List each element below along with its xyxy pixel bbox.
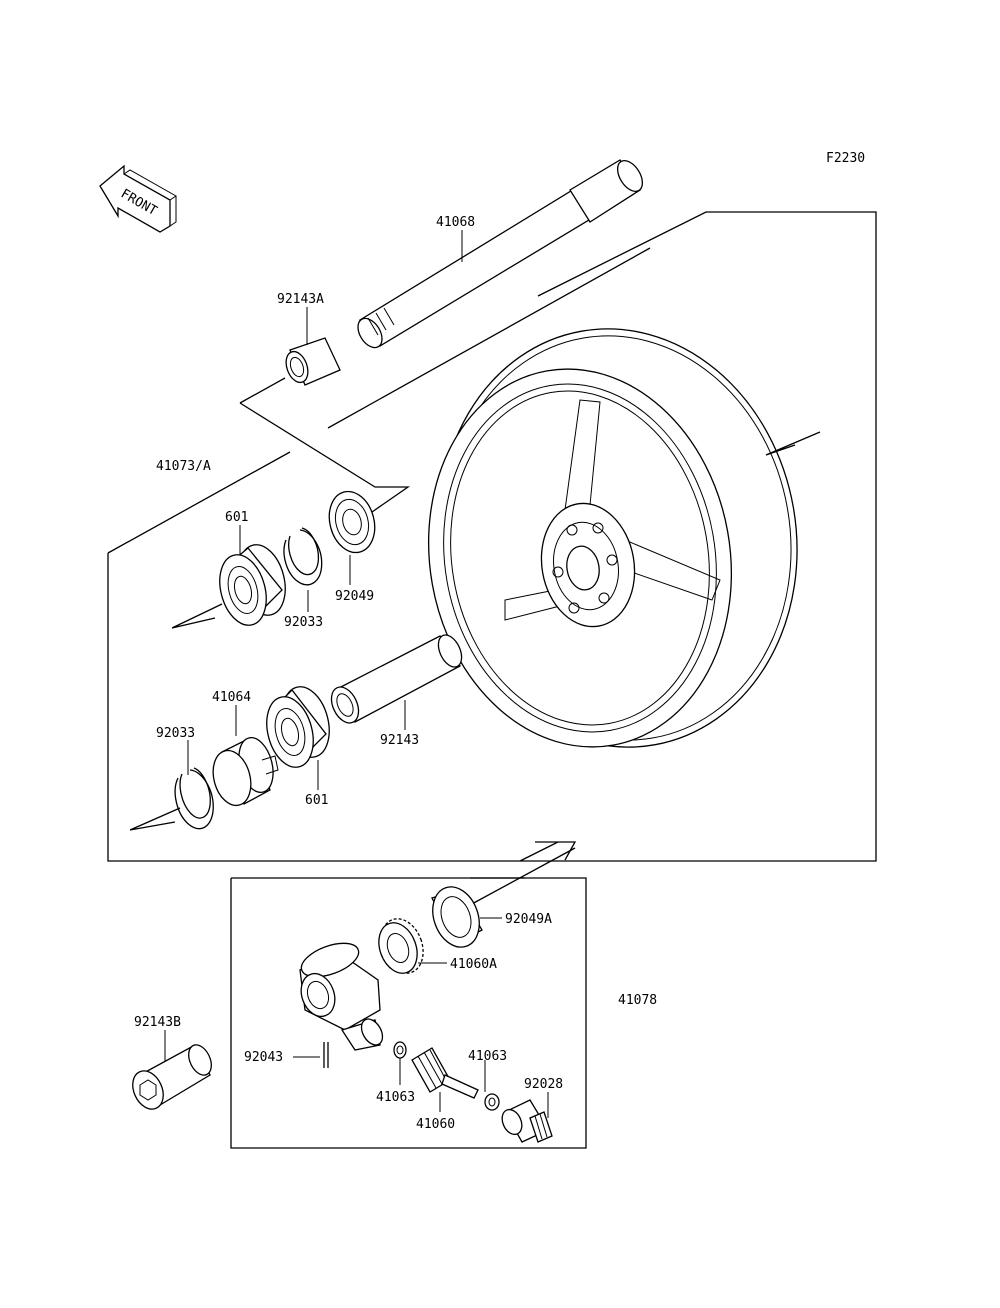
bearing-bottom [266, 686, 330, 768]
label-41060: 41060 [416, 1117, 455, 1132]
figure-code: F2230 [826, 151, 865, 166]
gear-housing [299, 942, 384, 1051]
leader-lines [164, 230, 549, 1118]
label-92043: 92043 [244, 1050, 283, 1065]
label-41063-right: 41063 [468, 1049, 507, 1064]
assembly-outline [107, 211, 877, 862]
label-92049A: 92049A [505, 912, 552, 927]
label-92033-bottom: 92033 [156, 726, 195, 741]
front-arrow-icon: FRONT [99, 164, 177, 233]
label-92028: 92028 [524, 1077, 563, 1092]
front-arrow-label: FRONT [118, 186, 160, 219]
label-41060A: 41060A [450, 957, 497, 972]
label-92143B: 92143B [134, 1015, 181, 1030]
label-41078: 41078 [618, 993, 657, 1008]
oil-seal-92049A [431, 886, 483, 948]
axle [357, 159, 644, 349]
oil-seal [328, 490, 376, 554]
collar-92143A [285, 337, 341, 386]
wheel [427, 328, 821, 748]
pin-92043 [323, 1042, 329, 1068]
gear-box-outline [230, 847, 587, 1149]
part-labels: 41068 92143A 41073/A 601 92049 92033 410… [134, 215, 657, 1132]
bearing-top [171, 544, 286, 629]
washer-left [393, 1041, 407, 1059]
label-41068: 41068 [436, 215, 475, 230]
gear-41060A [378, 918, 424, 974]
collar-41064 [212, 736, 279, 807]
label-92143: 92143 [380, 733, 419, 748]
washer-right [484, 1093, 500, 1111]
spacer-92143 [330, 634, 463, 724]
label-92143A: 92143A [277, 292, 324, 307]
collar-92143B [132, 1044, 212, 1110]
label-41073A: 41073/A [156, 459, 211, 474]
circlip-top [283, 527, 323, 586]
pinion-41060 [411, 1047, 479, 1099]
label-41064: 41064 [212, 690, 251, 705]
label-92033-top: 92033 [284, 615, 323, 630]
bushing-92028 [501, 1099, 553, 1143]
label-41063-left: 41063 [376, 1090, 415, 1105]
label-92049: 92049 [335, 589, 374, 604]
circlip-bottom [129, 767, 214, 831]
label-601-top: 601 [225, 510, 248, 525]
label-601-bottom: 601 [305, 793, 328, 808]
